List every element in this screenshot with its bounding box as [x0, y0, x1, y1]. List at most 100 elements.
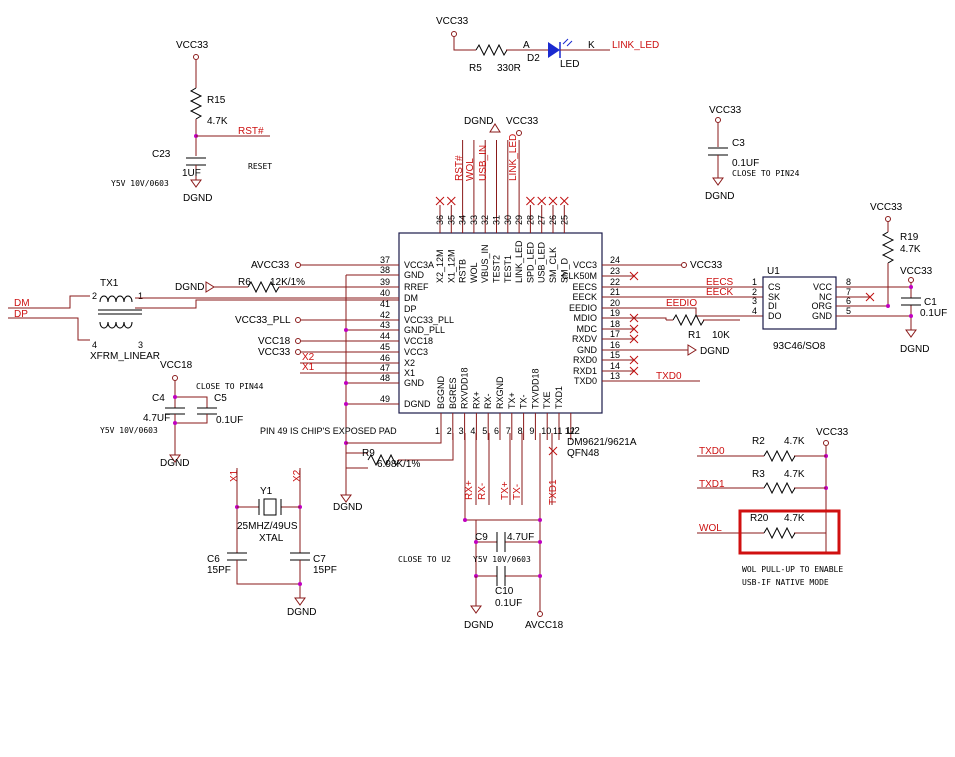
- u2-pin-number: 35: [446, 215, 456, 225]
- u2-pin-number: 1: [435, 426, 440, 436]
- u2-pin-name: GND: [404, 378, 425, 388]
- xtal-circuit: X1 X2 Y1 25MHZ/49US XTAL C6 15PF C7 15PF…: [207, 468, 337, 618]
- c9c10-spec: Y5V 10V/0603: [473, 555, 531, 564]
- u2-pin-number: 6: [494, 426, 499, 436]
- led-label: LED: [560, 59, 579, 70]
- r2-label: R2: [752, 436, 765, 447]
- wol-net: WOL: [699, 523, 722, 534]
- txd0-net: TXD0: [656, 371, 682, 382]
- c23-value: 1UF: [182, 168, 201, 179]
- avcc18-label: AVCC18: [525, 620, 564, 631]
- vcc33-label: VCC33: [506, 116, 539, 127]
- u2-pin-number: 17: [610, 329, 620, 339]
- dgnd-label: DGND: [160, 458, 189, 469]
- rst-net: RST#: [454, 155, 465, 181]
- txd1-net: TXD1: [699, 479, 725, 490]
- eeck-net: EECK: [706, 287, 734, 298]
- u1-pin-name: VCC: [813, 282, 833, 292]
- tx1-transformer: TX1 DM DP 2 1 4 3 XFRM_LINEAR: [8, 278, 399, 362]
- u2-pin-name: RXGND: [495, 376, 505, 409]
- u2-pin-name: BGRES: [448, 377, 458, 409]
- u2-pin-name: X2_12M: [435, 249, 445, 283]
- u2-pin-name: USB_LED: [537, 241, 547, 283]
- c5-value: 0.1UF: [216, 415, 243, 426]
- u1-pin-number: 8: [846, 277, 851, 287]
- r20-label: R20: [750, 513, 769, 524]
- x2-net: X2: [302, 352, 315, 363]
- u2-pin-number: 39: [380, 277, 390, 287]
- led-circuit: VCC33 R5 330R A D2 LED K LINK_LED: [436, 16, 659, 74]
- u2-pin-name: DGND: [404, 399, 431, 409]
- u2-pin-number: 47: [380, 363, 390, 373]
- u2-pin-number: 23: [610, 266, 620, 276]
- c4-label: C4: [152, 393, 165, 404]
- xtal-spec: 25MHZ/49US: [237, 521, 298, 532]
- r9-value: 6.98K/1%: [377, 459, 420, 470]
- pad-note: PIN 49 IS CHIP'S EXPOSED PAD: [260, 426, 397, 436]
- usb-in-net: USB_IN: [478, 145, 489, 181]
- u2-pin-number: 16: [610, 340, 620, 350]
- dgnd-label: DGND: [333, 502, 362, 513]
- u2-pin-name: MDC: [577, 324, 598, 334]
- u2-pin-number: 28: [525, 215, 535, 225]
- c23-spec: Y5V 10V/0603: [111, 179, 169, 188]
- u2-pin-name: EECK: [572, 292, 597, 302]
- u2-pin-name: X1: [404, 368, 415, 378]
- r20-highlight-box: [738, 509, 841, 555]
- tx-plus-net: TX+: [500, 481, 511, 500]
- x2-net: X2: [292, 469, 303, 482]
- u2-pin-name: VCC18: [404, 336, 433, 346]
- u1-pin-number: 1: [752, 277, 757, 287]
- u2-pin-name: RSTB: [458, 259, 468, 283]
- u2-pin-name: EECS: [572, 282, 597, 292]
- u2-pin-name: VCC33_PLL: [404, 315, 454, 325]
- c1-label: C1: [924, 297, 937, 308]
- u1-pin-name: DI: [768, 301, 777, 311]
- txd1-net: TXD1: [548, 479, 559, 505]
- u2-pin-number: 20: [610, 298, 620, 308]
- u1-pin-name: DO: [768, 311, 782, 321]
- tx1-pin1: 1: [138, 291, 143, 301]
- rx-minus-net: RX-: [477, 483, 488, 500]
- dgnd-label: DGND: [700, 346, 729, 357]
- r6-value: 12K/1%: [270, 277, 305, 288]
- u2-pin-number: 19: [610, 308, 620, 318]
- u2-pin-name: GND: [404, 270, 425, 280]
- u1-pin-name: CS: [768, 282, 781, 292]
- u2-pin-number: 30: [503, 215, 513, 225]
- u2-pin-number: 13: [610, 371, 620, 381]
- c6-label: C6: [207, 554, 220, 565]
- u2-pin-number: 29: [514, 215, 524, 225]
- tx1-pin2: 2: [92, 291, 97, 301]
- u2-pin-number: 12: [565, 426, 575, 436]
- pullup-note-2: USB-IF NATIVE MODE: [742, 578, 829, 587]
- u2-pin-name: SM_CLK: [548, 247, 558, 283]
- vcc18-label: VCC18: [258, 336, 291, 347]
- vcc33-label: VCC33: [436, 16, 469, 27]
- tx1-pin4: 4: [92, 340, 97, 350]
- r15-value: 4.7K: [207, 116, 228, 127]
- u2-pin-name: LINK_LED: [514, 240, 524, 283]
- c3-value: 0.1UF: [732, 158, 759, 169]
- u1-pin-number: 7: [846, 287, 851, 297]
- c5-label: C5: [214, 393, 227, 404]
- reset-label: RESET: [248, 162, 272, 171]
- u2-pin-number: 8: [518, 426, 523, 436]
- u2-label: U2: [567, 426, 580, 437]
- u2-pin-number: 24: [610, 255, 620, 265]
- led-icon: [548, 42, 560, 58]
- u2-pin-name: TEST1: [503, 255, 513, 283]
- u2-pin-name: TXD1: [554, 386, 564, 409]
- avcc33-label: AVCC33: [251, 260, 290, 271]
- u2-pin-number: 32: [480, 215, 490, 225]
- c9-value: 4.7UF: [507, 532, 534, 543]
- r1-value: 10K: [712, 330, 730, 341]
- u2-pin-name: WOL: [469, 262, 479, 283]
- u2-pin-number: 7: [506, 426, 511, 436]
- u2-pin-name: DP: [404, 304, 417, 314]
- u2-pin-name: RX+: [471, 391, 481, 409]
- u2-pin-name: SM_D: [559, 257, 569, 283]
